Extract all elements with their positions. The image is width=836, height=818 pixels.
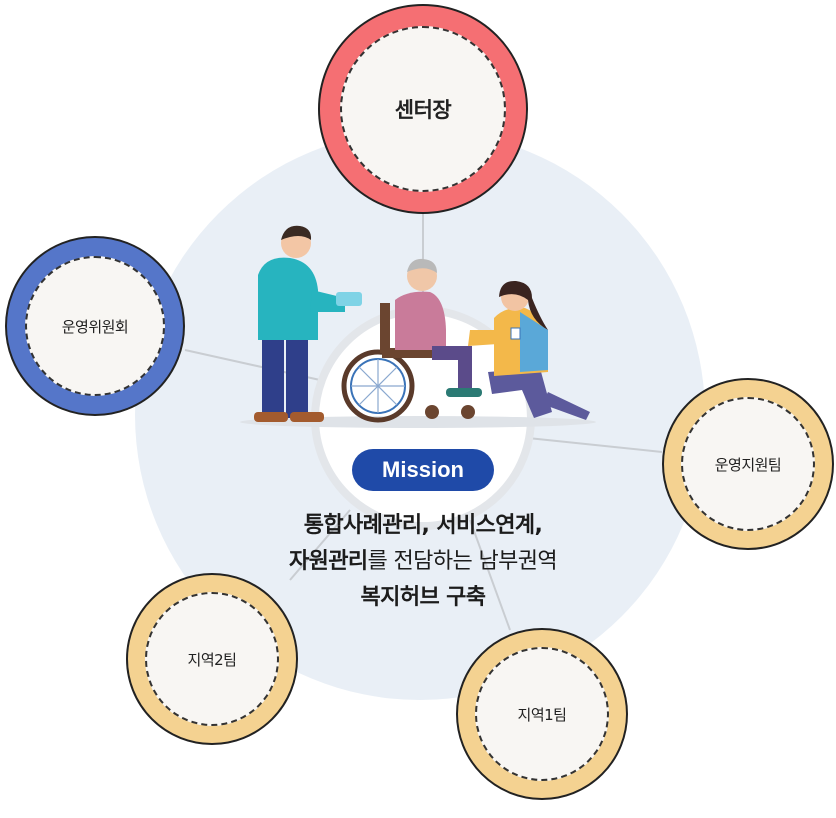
node-region-1-team[interactable]: 지역1팀	[456, 628, 628, 800]
mission-badge: Mission	[352, 449, 494, 491]
node-steering-committee[interactable]: 운영위원회	[5, 236, 185, 416]
mission-statement: 통합사례관리, 서비스연계, 자원관리를 전담하는 남부권역 복지허브 구축	[218, 508, 628, 616]
node-label-region-2: 지역2팀	[187, 650, 237, 669]
mission-line-2: 자원관리를 전담하는 남부권역	[218, 544, 628, 580]
elderly-person-icon	[395, 258, 482, 397]
mission-line-2-rest: 를 전담하는 남부권역	[367, 549, 558, 574]
node-region-2-team[interactable]: 지역2팀	[126, 573, 298, 745]
node-inner: 운영위원회	[25, 256, 165, 396]
node-operations-support-team[interactable]: 운영지원팀	[662, 378, 834, 550]
node-label-director: 센터장	[394, 98, 452, 122]
node-inner: 지역2팀	[145, 592, 279, 726]
mission-line-2-bold: 자원관리	[288, 549, 368, 574]
node-inner: 센터장	[340, 26, 506, 192]
node-inner: 지역1팀	[475, 647, 609, 781]
mission-line-3: 복지허브 구축	[360, 585, 487, 610]
node-label-committee: 운영위원회	[61, 317, 129, 336]
caregiver-illustration	[254, 225, 362, 422]
node-label-operations: 운영지원팀	[714, 455, 782, 474]
node-label-region-1: 지역1팀	[517, 705, 567, 724]
volunteer-icon	[468, 280, 590, 420]
ground-shadow	[240, 416, 596, 428]
node-center-director[interactable]: 센터장	[318, 4, 528, 214]
node-inner: 운영지원팀	[681, 397, 815, 531]
wheelchair-icon	[341, 303, 475, 423]
mission-line-1: 통합사례관리, 서비스연계,	[303, 513, 543, 538]
